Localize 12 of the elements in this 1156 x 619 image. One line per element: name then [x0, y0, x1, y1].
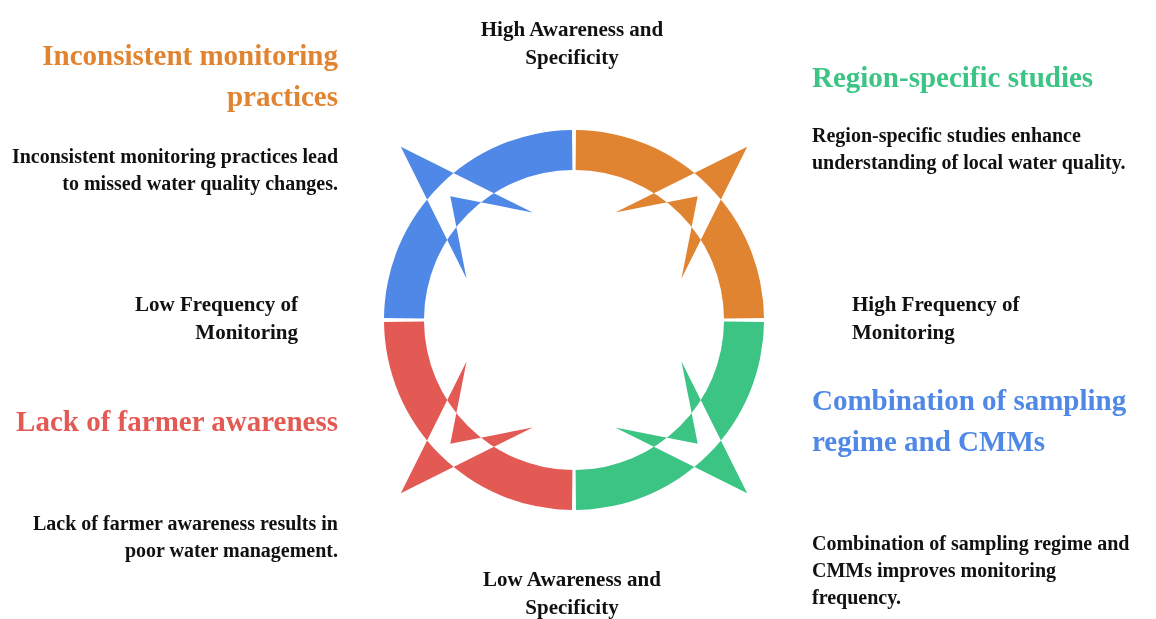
description-text: Inconsistent monitoring practices lead to missed water quality changes. [10, 144, 338, 197]
description-text: Combination of sampling regime and CMMs improves monitoring frequency. [812, 531, 1131, 611]
axis-label: High Frequency of Monitoring [852, 291, 1021, 347]
section-heading: Lack of farmer awareness [15, 404, 338, 439]
axis-label: Low Frequency of Monitoring [134, 291, 298, 347]
description-text: Lack of farmer awareness results in poor water management. [32, 511, 338, 564]
axis-label: High Awareness and Specificity [479, 16, 665, 72]
section-heading: Combination of sampling regime and CMMs [812, 383, 1128, 459]
section-heading: Inconsistent monitoring practices [41, 38, 338, 114]
axis-label: Low Awareness and Specificity [482, 566, 662, 619]
description-text: Region-specific studies enhance understanding of local water quality. [812, 123, 1127, 176]
section-heading: Region-specific studies [812, 60, 1095, 95]
